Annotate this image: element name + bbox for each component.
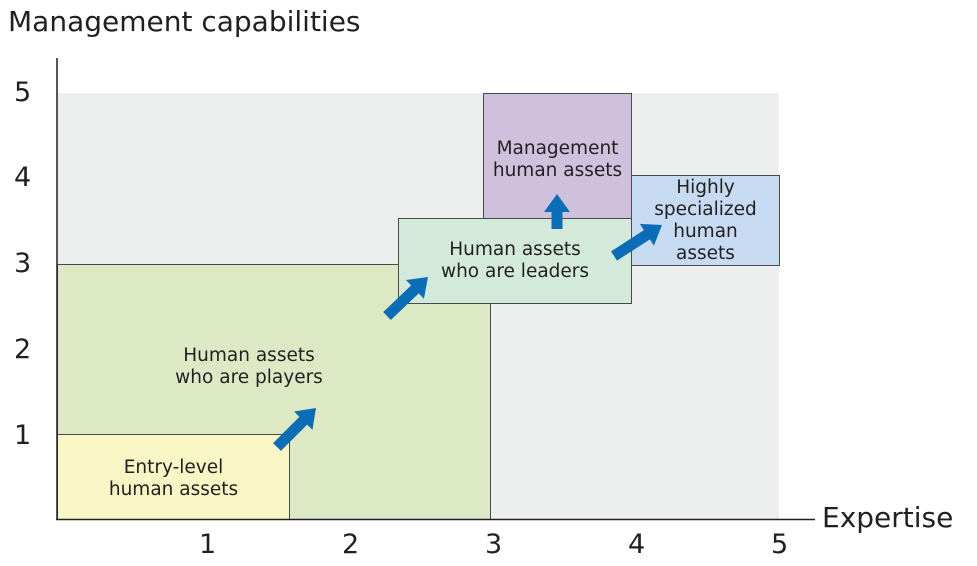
box-specialized: Highly specialized human assets	[631, 175, 780, 266]
arrow-leaders-to-management-icon	[544, 194, 570, 229]
y-tick-3: 3	[14, 248, 32, 279]
x-tick-4: 4	[628, 529, 646, 560]
box-leaders: Human assets who are leaders	[398, 218, 632, 304]
arrow-leaders-to-specialized-icon	[611, 223, 662, 261]
y-axis-title: Management capabilities	[8, 5, 361, 38]
box-entry-level: Entry-level human assets	[57, 434, 290, 520]
y-tick-4: 4	[14, 162, 32, 193]
x-tick-1: 1	[199, 529, 217, 560]
x-tick-5: 5	[771, 529, 789, 560]
y-tick-2: 2	[14, 334, 32, 365]
arrow-entry-to-players-icon	[273, 408, 316, 451]
x-axis-title: Expertise	[822, 501, 954, 534]
x-tick-2: 2	[342, 529, 360, 560]
y-tick-5: 5	[14, 77, 32, 108]
x-tick-3: 3	[485, 529, 503, 560]
y-tick-1: 1	[14, 420, 32, 451]
arrow-players-to-leaders-icon	[383, 277, 428, 320]
